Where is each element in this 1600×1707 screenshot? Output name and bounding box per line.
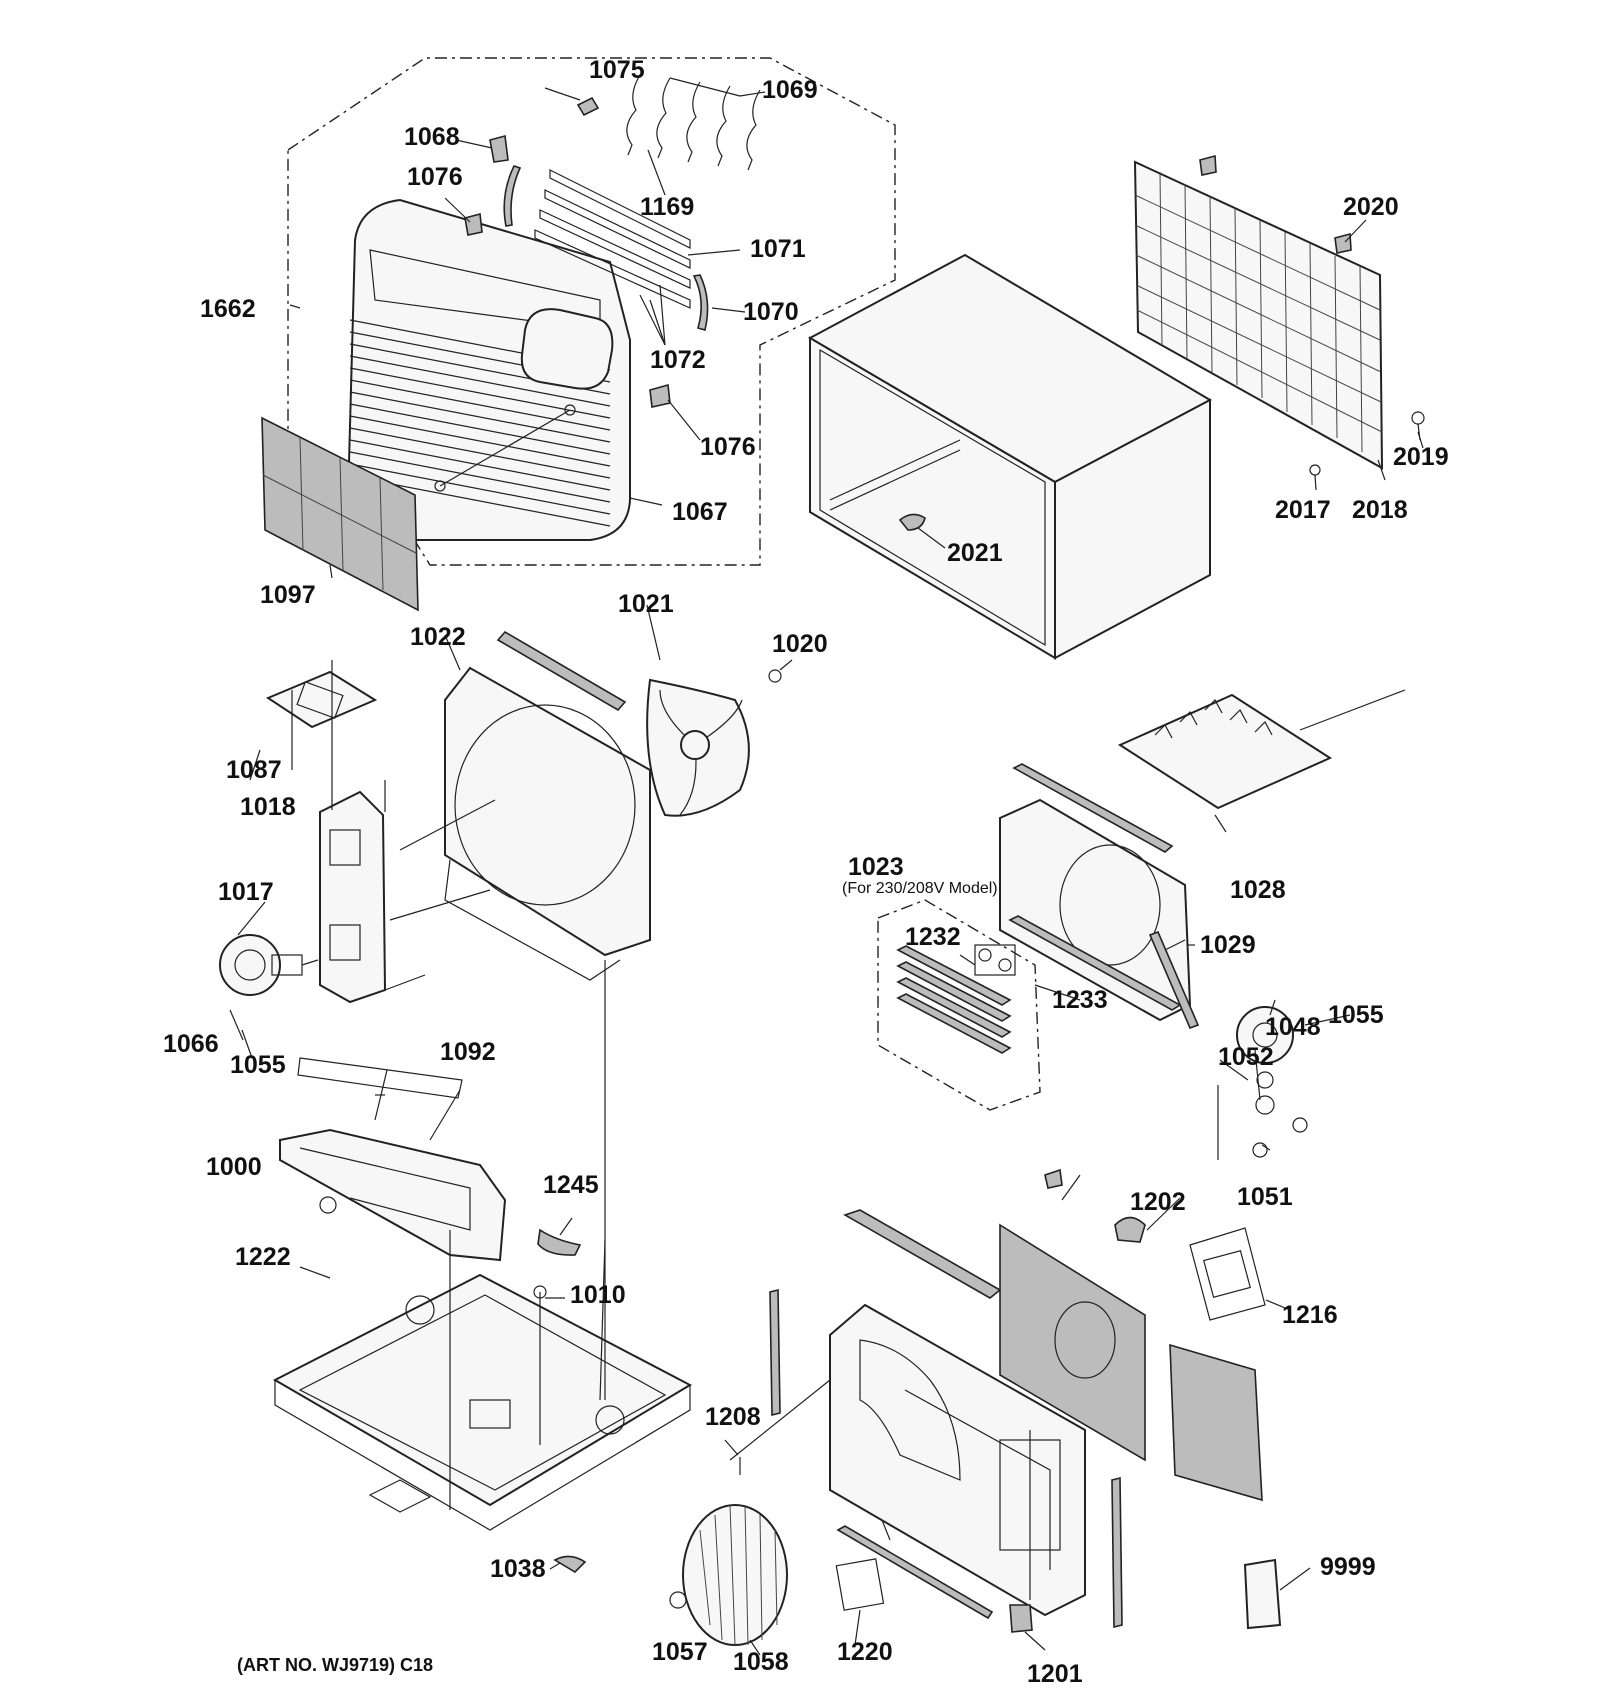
part-label-1017: 1017 — [218, 878, 274, 906]
note-1023-model: (For 230/208V Model) — [842, 880, 998, 897]
part-label-1048: 1048 — [1265, 1013, 1321, 1041]
part-label-1067: 1067 — [672, 498, 728, 526]
rear-grille-group — [1133, 154, 1425, 491]
part-label-1051: 1051 — [1237, 1183, 1293, 1211]
part-label-1021: 1021 — [618, 590, 674, 618]
part-label-1055-right: 1055 — [1328, 1001, 1384, 1029]
part-label-1662: 1662 — [200, 295, 256, 323]
part-label-1201: 1201 — [1027, 1660, 1083, 1688]
art-number-caption: (ART NO. WJ9719) C18 — [237, 1655, 434, 1675]
part-label-1023: 1023 — [848, 853, 904, 881]
part-label-2017: 2017 — [1275, 496, 1331, 524]
part-label-1029: 1029 — [1200, 931, 1256, 959]
motor-bracket-group — [219, 660, 496, 1059]
part-label-1169: 1169 — [640, 193, 695, 221]
part-label-1018: 1018 — [240, 793, 296, 821]
part-label-1233: 1233 — [1052, 986, 1108, 1014]
cabinet-group — [807, 253, 1213, 660]
part-label-1087: 1087 — [226, 756, 282, 784]
part-label-1075: 1075 — [589, 56, 645, 84]
part-label-1057: 1057 — [652, 1638, 708, 1666]
part-label-1022: 1022 — [410, 623, 466, 651]
part-label-1038: 1038 — [490, 1555, 546, 1583]
part-label-1066: 1066 — [163, 1030, 219, 1058]
part-label-1076-lower: 1076 — [700, 433, 756, 461]
base-pan-group — [272, 960, 693, 1574]
part-label-1020: 1020 — [772, 630, 828, 658]
part-label-2018: 2018 — [1352, 496, 1408, 524]
part-label-1072: 1072 — [650, 346, 706, 374]
part-label-1028: 1028 — [1230, 876, 1286, 904]
part-label-2020: 2020 — [1343, 193, 1399, 221]
front-grille-assembly-group — [287, 57, 896, 566]
part-label-1010: 1010 — [570, 1281, 626, 1309]
blower-group — [669, 1168, 1311, 1656]
front-filter-group — [261, 416, 419, 612]
part-label-9999: 9999 — [1320, 1553, 1376, 1581]
part-label-1245: 1245 — [543, 1171, 599, 1199]
part-label-2019: 2019 — [1393, 443, 1449, 471]
part-label-1058: 1058 — [733, 1648, 789, 1676]
part-label-1052: 1052 — [1218, 1043, 1274, 1071]
part-label-2021: 2021 — [947, 539, 1003, 567]
part-label-1055-left: 1055 — [230, 1051, 286, 1079]
part-label-1208: 1208 — [705, 1403, 761, 1431]
fan-shroud-group — [444, 604, 793, 981]
part-label-1070: 1070 — [743, 298, 799, 326]
part-label-1216: 1216 — [1282, 1301, 1338, 1329]
part-label-1220: 1220 — [837, 1638, 893, 1666]
part-label-1068: 1068 — [404, 123, 460, 151]
part-label-1232: 1232 — [905, 923, 961, 951]
part-label-1202: 1202 — [1130, 1188, 1186, 1216]
part-label-1071: 1071 — [750, 235, 806, 263]
heater-bulkhead-group — [877, 689, 1406, 1160]
part-label-1097: 1097 — [260, 581, 316, 609]
part-label-1076-upper: 1076 — [407, 163, 463, 191]
part-label-1069: 1069 — [762, 76, 818, 104]
part-label-1222: 1222 — [235, 1243, 291, 1271]
part-label-1000: 1000 — [206, 1153, 262, 1181]
part-label-1092: 1092 — [440, 1038, 496, 1066]
